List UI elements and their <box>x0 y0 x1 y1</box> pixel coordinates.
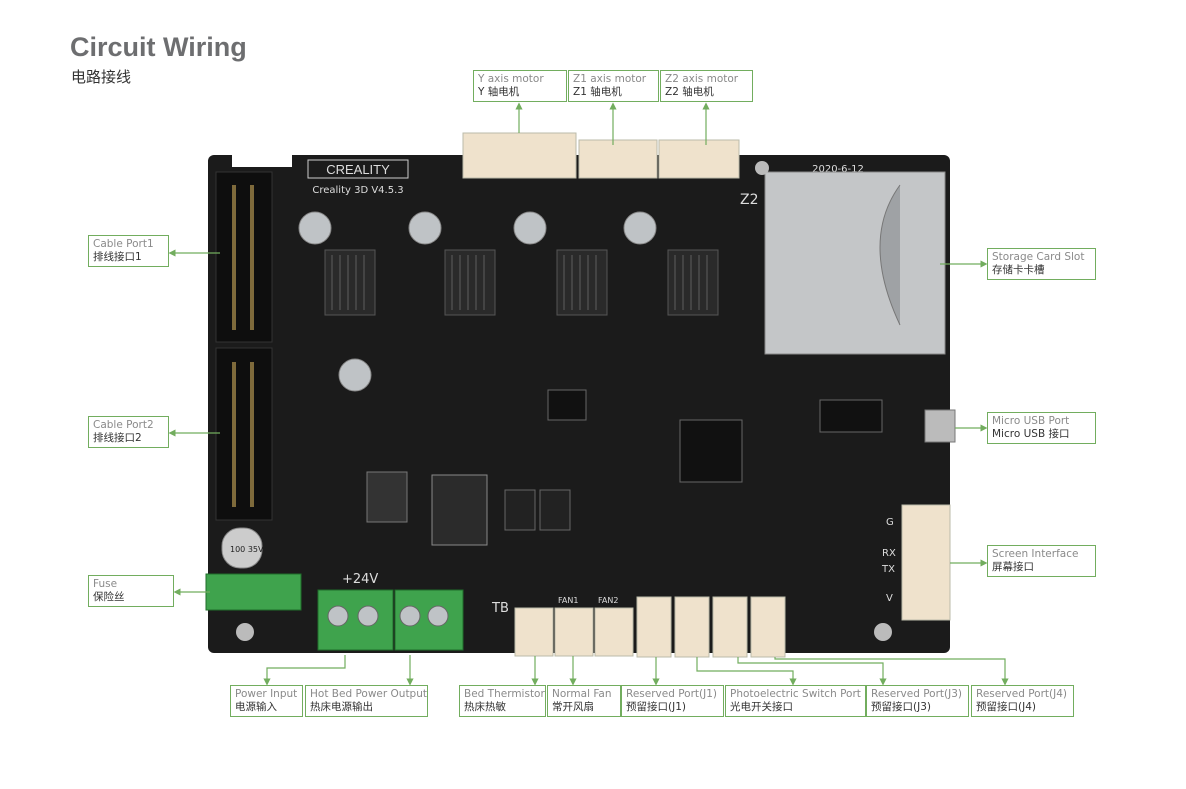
board-marking: RX <box>882 548 896 559</box>
circuit-board: CREALITY Creality 3D V4.5.3 2020-6-12 G <box>205 132 956 658</box>
label-reserved-port-j1: Reserved Port(J1)预留接口(J1) <box>621 685 724 717</box>
fuse <box>205 573 302 611</box>
cable-port1-header <box>215 171 273 343</box>
board-marking: Z2 <box>740 192 759 208</box>
page-title: Circuit Wiring <box>70 32 247 62</box>
j2-connector <box>674 596 710 658</box>
board-marking: FAN2 <box>598 596 618 605</box>
label-reserved-port-j4: Reserved Port(J4)预留接口(J4) <box>971 685 1074 717</box>
board-marking: +24V <box>342 572 378 587</box>
fan2-connector <box>594 607 634 657</box>
sd-card-slot <box>764 171 946 355</box>
board-marking: V <box>886 593 893 604</box>
leader-lines <box>168 102 1009 686</box>
page-subtitle: 电路接线 <box>71 68 132 86</box>
board-marking: G <box>886 517 894 528</box>
label-reserved-port-j3: Reserved Port(J3)预留接口(J3) <box>866 685 969 717</box>
fan1-connector <box>554 607 594 657</box>
cable-port2-header <box>215 347 273 521</box>
j1-connector <box>636 596 672 658</box>
screen-connector <box>901 504 951 621</box>
bed-thermistor-connector <box>514 607 554 657</box>
board-marking: TB <box>491 601 509 616</box>
board-marking: FAN1 <box>558 596 578 605</box>
board-model: Creality 3D V4.5.3 <box>312 185 403 196</box>
board-date: 2020-6-12 <box>812 164 864 175</box>
micro-usb-port <box>924 409 956 443</box>
z1-motor-connector <box>578 139 658 179</box>
board-marking: 100 35V <box>230 545 264 554</box>
board-marking: TX <box>881 564 895 575</box>
brand-logo: CREALITY <box>326 162 390 177</box>
y-motor-connector <box>462 132 577 179</box>
j3-connector <box>712 596 748 658</box>
j4-connector <box>750 596 786 658</box>
z2-motor-connector <box>658 139 740 179</box>
